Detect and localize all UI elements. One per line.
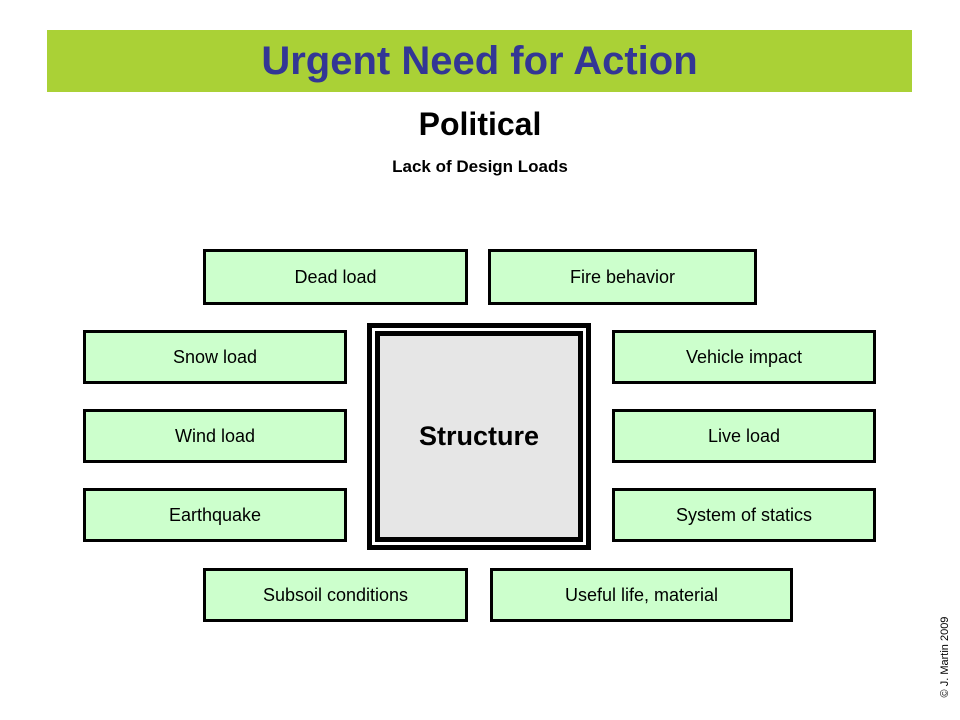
diagram-box-earthquake: Earthquake <box>83 488 347 542</box>
diagram-center-box-structure: Structure <box>375 331 583 542</box>
diagram-box-subsoil-conditions: Subsoil conditions <box>203 568 468 622</box>
diagram-box-system-of-statics: System of statics <box>612 488 876 542</box>
section-subheading: Lack of Design Loads <box>392 157 568 176</box>
diagram-box-wind-load: Wind load <box>83 409 347 463</box>
header-bar: Urgent Need for Action <box>47 30 912 92</box>
diagram-box-snow-load: Snow load <box>83 330 347 384</box>
diagram-box-useful-life-material: Useful life, material <box>490 568 793 622</box>
diagram-box-live-load: Live load <box>612 409 876 463</box>
diagram-box-vehicle-impact: Vehicle impact <box>612 330 876 384</box>
diagram-center-box-frame: Structure <box>367 323 591 550</box>
diagram-box-fire-behavior: Fire behavior <box>488 249 757 305</box>
slide-title: Urgent Need for Action <box>261 38 698 83</box>
diagram-box-dead-load: Dead load <box>203 249 468 305</box>
section-heading: Political <box>418 106 542 142</box>
copyright-text: © J. Martin 2009 <box>939 616 951 698</box>
